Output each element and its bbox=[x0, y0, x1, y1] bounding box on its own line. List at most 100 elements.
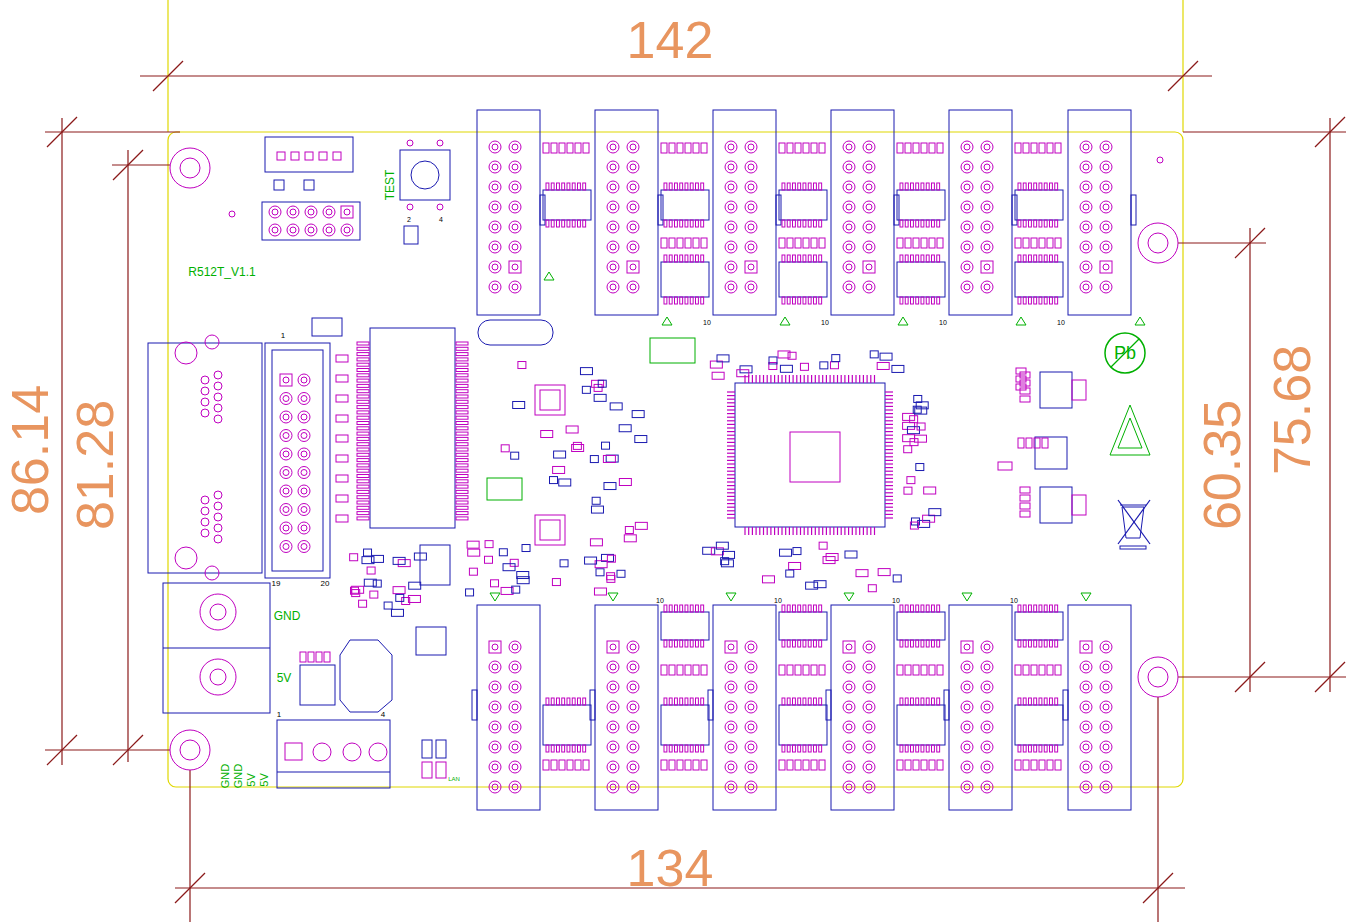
pad-ring bbox=[961, 721, 973, 733]
pad-hole bbox=[846, 264, 852, 270]
pad-ring bbox=[1080, 761, 1092, 773]
pad-ring bbox=[627, 141, 639, 153]
pad-ring bbox=[1080, 281, 1092, 293]
ic-pin bbox=[696, 698, 699, 705]
pad-hole bbox=[283, 488, 289, 494]
pad-hole bbox=[492, 724, 498, 730]
ic-pin bbox=[937, 220, 940, 227]
ic-pin bbox=[701, 255, 704, 262]
ic-pin bbox=[727, 463, 735, 464]
pad-ring bbox=[627, 641, 639, 653]
smd-pad bbox=[701, 665, 707, 675]
ic-pin bbox=[855, 527, 856, 535]
pad-hole bbox=[1083, 764, 1089, 770]
ic-pin bbox=[562, 220, 565, 227]
ic-pin bbox=[456, 432, 468, 435]
smd-pad bbox=[897, 760, 903, 770]
switch-pad bbox=[407, 140, 413, 146]
pin1-marker bbox=[844, 593, 854, 601]
ic-pin bbox=[885, 413, 893, 414]
smd-pad bbox=[333, 152, 341, 160]
ic-pin bbox=[701, 605, 704, 612]
divider bbox=[163, 647, 270, 648]
pad-ring bbox=[280, 411, 292, 423]
smd-part bbox=[590, 456, 598, 463]
smd-pad bbox=[921, 143, 927, 153]
smd-pad bbox=[685, 665, 691, 675]
smd-pad bbox=[336, 355, 348, 362]
pad-hole bbox=[301, 544, 307, 550]
pad-hole bbox=[748, 204, 754, 210]
ic-pin bbox=[921, 605, 924, 612]
ic-pin bbox=[727, 399, 735, 400]
pad-hole bbox=[512, 784, 518, 790]
pad-hole bbox=[630, 684, 636, 690]
ic-pin bbox=[456, 358, 468, 361]
ic-pin bbox=[793, 297, 796, 304]
pad-ring bbox=[863, 281, 875, 293]
pad-hole bbox=[846, 164, 852, 170]
ic-pin bbox=[551, 183, 554, 190]
ic-pin bbox=[664, 745, 667, 752]
pad-hole bbox=[866, 684, 872, 690]
ic-pin bbox=[1023, 297, 1026, 304]
smd-pad bbox=[685, 760, 691, 770]
ic-pin bbox=[932, 255, 935, 262]
dimension-tick bbox=[175, 873, 205, 903]
pad-ring bbox=[981, 781, 993, 793]
regulator-tab bbox=[1072, 495, 1086, 515]
led bbox=[422, 740, 432, 758]
pad-hole bbox=[1103, 684, 1109, 690]
dimension-lines bbox=[45, 0, 1346, 922]
smd-part bbox=[892, 365, 904, 372]
dimension-tick bbox=[47, 117, 77, 147]
ic-pin bbox=[551, 220, 554, 227]
ic-pin bbox=[727, 489, 735, 490]
pad-hole bbox=[866, 724, 872, 730]
ic-pin bbox=[357, 416, 369, 419]
smd-pad bbox=[1020, 511, 1030, 517]
ic-pin bbox=[357, 448, 369, 451]
ic-pin bbox=[727, 514, 735, 515]
pad-ring bbox=[607, 161, 619, 173]
ic-pin bbox=[727, 395, 735, 396]
ic-pin bbox=[357, 469, 369, 472]
pad-ring bbox=[725, 221, 737, 233]
pad-hole bbox=[630, 244, 636, 250]
pad-ring bbox=[961, 221, 973, 233]
pad-hole bbox=[630, 184, 636, 190]
lead-free-symbol bbox=[1105, 333, 1145, 373]
pad-ring bbox=[981, 641, 993, 653]
pad-hole bbox=[984, 224, 990, 230]
pad-ring bbox=[1080, 261, 1092, 273]
smd-part bbox=[409, 582, 421, 589]
terminal-pad bbox=[313, 743, 331, 761]
ic-pin bbox=[866, 375, 867, 383]
ic-pin bbox=[357, 501, 369, 504]
smd-part bbox=[625, 527, 633, 534]
ic-pin bbox=[551, 698, 554, 705]
ic-pin bbox=[680, 297, 683, 304]
ic-pin bbox=[727, 424, 735, 425]
terminal-block bbox=[277, 720, 390, 788]
ic-pin bbox=[759, 527, 760, 535]
smd-pad bbox=[1031, 143, 1037, 153]
ic-pin bbox=[1050, 640, 1053, 647]
smd-pad bbox=[787, 760, 793, 770]
smd-part bbox=[721, 558, 729, 565]
pad-hole bbox=[964, 284, 970, 290]
port-pin bbox=[214, 524, 222, 532]
ic-pin bbox=[456, 411, 468, 414]
ic-pin bbox=[572, 220, 575, 227]
switch-pad bbox=[437, 140, 443, 146]
pad-hole bbox=[748, 164, 754, 170]
ic-pin bbox=[818, 375, 819, 383]
smd-pad bbox=[1018, 438, 1024, 448]
ic-pin bbox=[926, 255, 929, 262]
ic-pin bbox=[926, 297, 929, 304]
ic-pin bbox=[675, 255, 678, 262]
pad-hole bbox=[272, 209, 278, 215]
ic-pin bbox=[1023, 183, 1026, 190]
ic-pin bbox=[456, 406, 468, 409]
smd-pad bbox=[1016, 376, 1026, 382]
